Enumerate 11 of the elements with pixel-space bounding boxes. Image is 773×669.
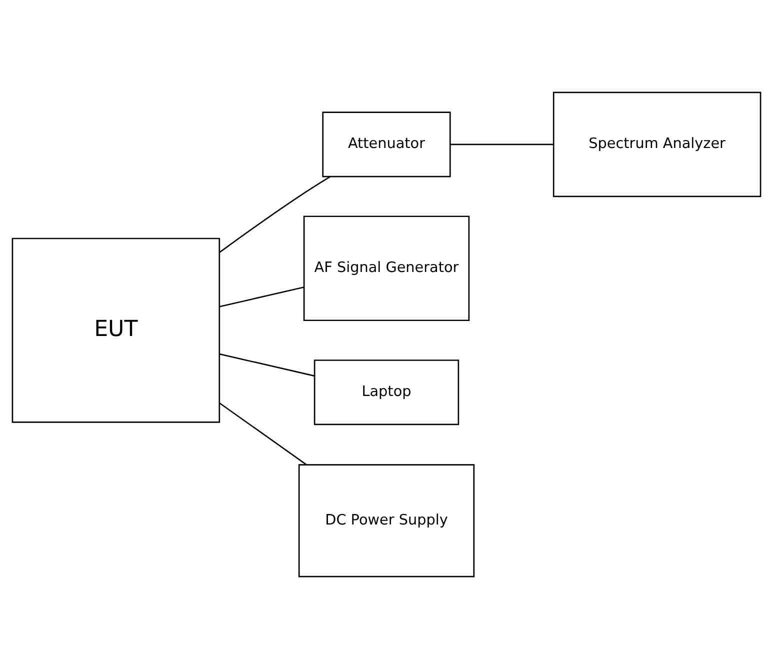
node-box: AF Signal Generator bbox=[303, 216, 470, 322]
connector bbox=[219, 402, 307, 466]
node-box: Attenuator bbox=[322, 112, 451, 178]
node-box: Laptop bbox=[314, 360, 460, 426]
node-box: Spectrum Analyzer bbox=[552, 92, 762, 198]
connector bbox=[220, 286, 304, 308]
connector bbox=[450, 144, 554, 146]
node-box: DC Power Supply bbox=[298, 464, 475, 578]
node-box: EUT bbox=[12, 238, 220, 423]
connector bbox=[219, 176, 330, 253]
connector bbox=[220, 353, 315, 377]
